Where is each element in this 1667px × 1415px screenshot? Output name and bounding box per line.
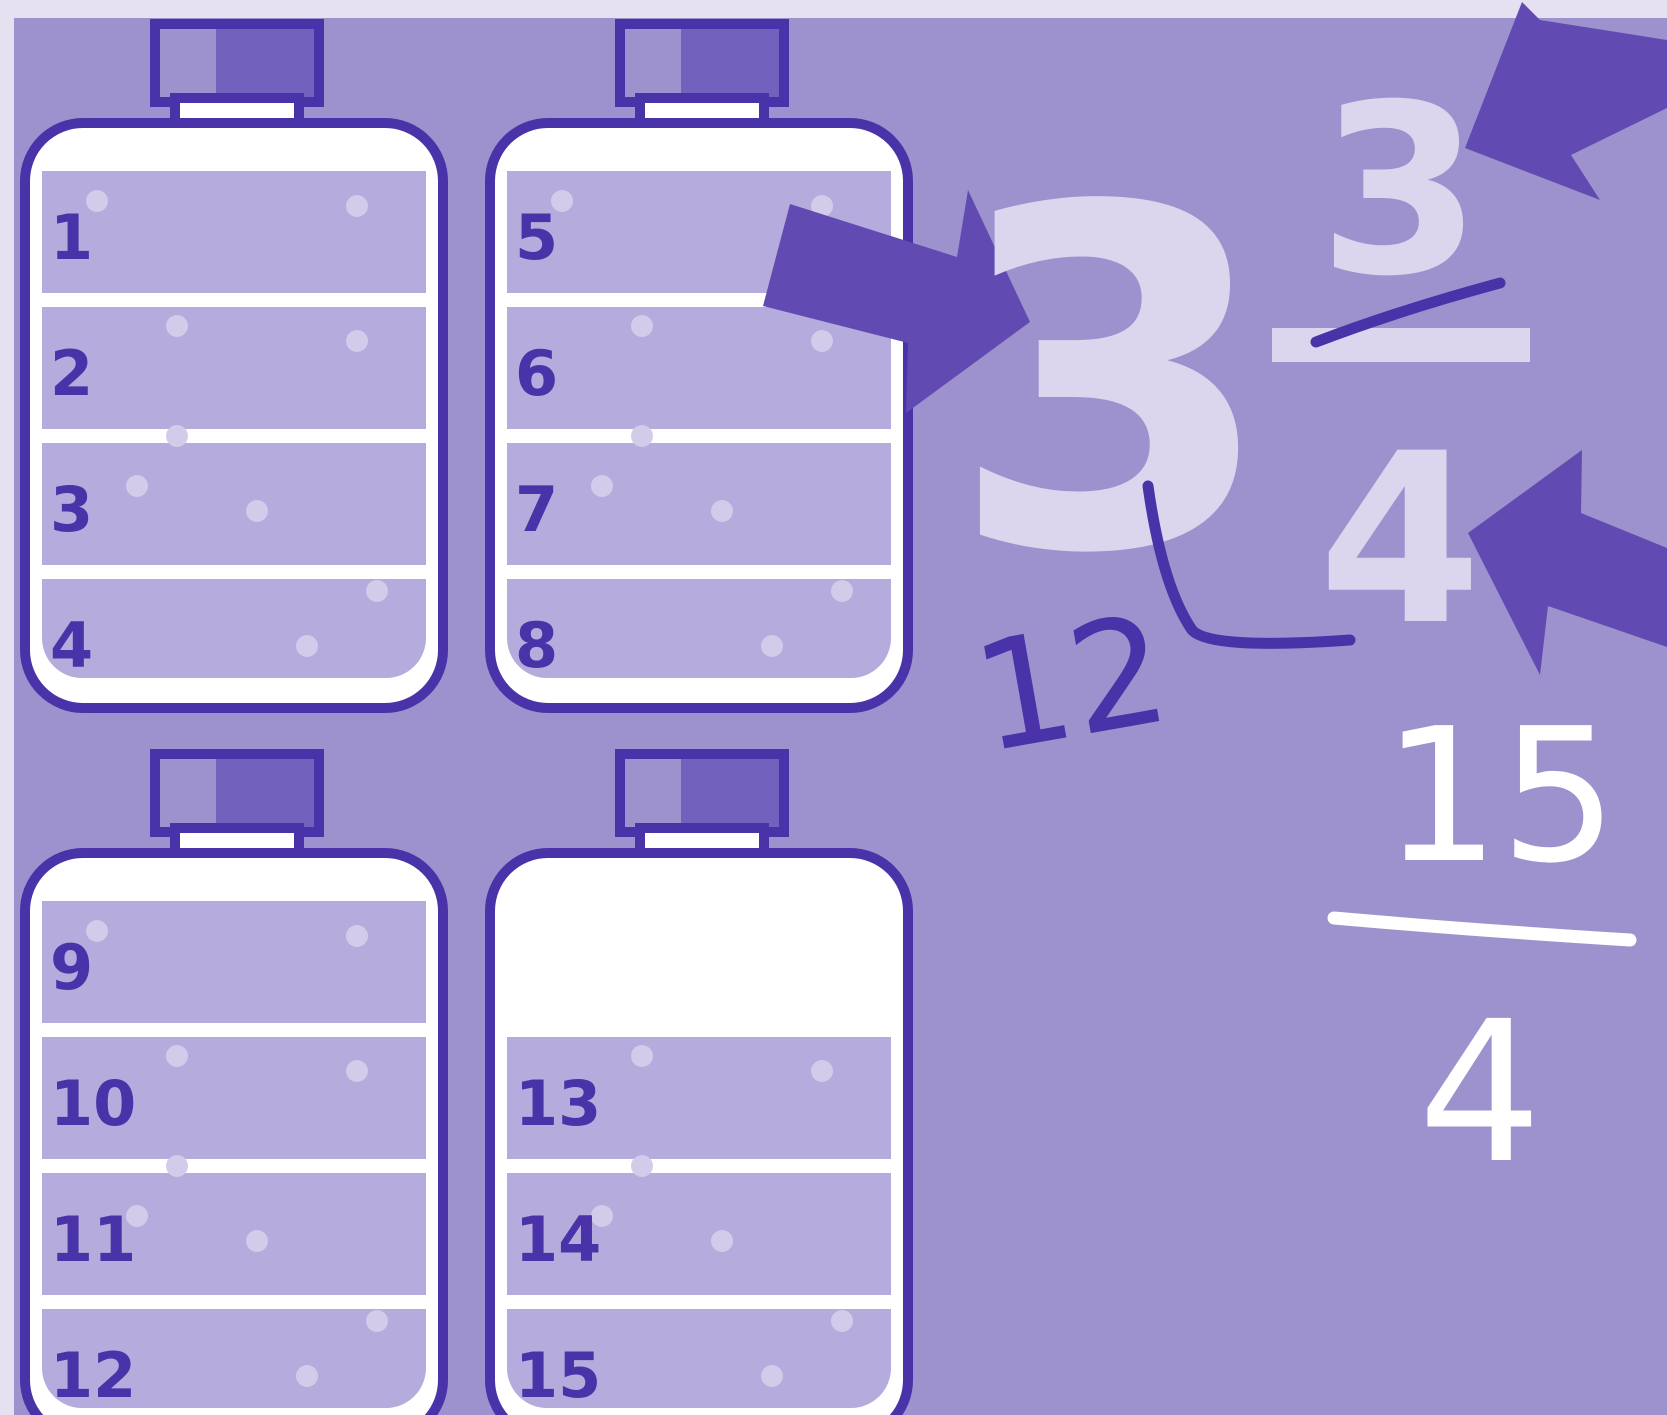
bubble [346, 330, 368, 352]
bubble [761, 1365, 783, 1387]
bubble [166, 1045, 188, 1067]
jar: 5 6 7 8 [490, 24, 908, 741]
jar-cap-shade [216, 29, 314, 97]
bubble [761, 635, 783, 657]
bubble [711, 500, 733, 522]
bubble [631, 425, 653, 447]
segment-number-label: 11 [50, 1203, 136, 1276]
bubble [591, 475, 613, 497]
bubble [631, 1155, 653, 1177]
bubble [166, 1155, 188, 1177]
handwritten-improper-denominator: 4 [1418, 979, 1542, 1206]
segment-number-label: 2 [50, 337, 93, 410]
jar-cap-shade [216, 759, 314, 827]
segment-number-label: 5 [515, 201, 558, 274]
jar-segment [42, 443, 426, 565]
segment-number-label: 4 [50, 609, 93, 682]
segment-number-label: 6 [515, 337, 558, 410]
bubble [166, 315, 188, 337]
bubble [346, 925, 368, 947]
jar-segment [42, 307, 426, 429]
bubble [346, 1060, 368, 1082]
bubble [166, 425, 188, 447]
bubble [366, 580, 388, 602]
bubble [366, 1310, 388, 1332]
jar-segment [42, 171, 426, 293]
bubble [631, 1045, 653, 1067]
segment-number-label: 1 [50, 201, 93, 274]
bubble [831, 580, 853, 602]
bubble [811, 1060, 833, 1082]
mixed-number-numerator: 3 [1318, 55, 1482, 328]
segment-number-label: 3 [50, 473, 93, 546]
bubble [246, 500, 268, 522]
jar-cap-shade [681, 759, 779, 827]
segment-number-label: 9 [50, 931, 93, 1004]
bubble [296, 1365, 318, 1387]
jar: 13 14 15 [490, 754, 908, 1415]
segment-number-label: 7 [515, 473, 558, 546]
jar-segment [507, 443, 891, 565]
segment-number-label: 15 [515, 1339, 601, 1412]
bubble [811, 330, 833, 352]
segment-number-label: 8 [515, 609, 558, 682]
jar: 1 2 3 4 [25, 24, 443, 741]
jar-cap-shade [681, 29, 779, 97]
jar-contents [42, 901, 426, 1415]
bubble [631, 315, 653, 337]
segment-number-label: 13 [515, 1067, 601, 1140]
bubble [246, 1230, 268, 1252]
bubble [296, 635, 318, 657]
bubble [126, 475, 148, 497]
jar-segment [42, 901, 426, 1023]
jar-contents [42, 171, 426, 741]
mixed-number-whole: 3 [948, 109, 1275, 656]
jar: 9 10 11 12 [25, 754, 443, 1415]
handwritten-product: 12 [962, 583, 1180, 788]
jar-segment [507, 307, 891, 429]
handwritten-improper-numerator: 15 [1382, 688, 1617, 904]
segment-number-label: 10 [50, 1067, 136, 1140]
segment-number-label: 14 [515, 1203, 601, 1276]
bubble [711, 1230, 733, 1252]
bubble [346, 195, 368, 217]
bubble [831, 1310, 853, 1332]
mixed-number-fraction-bar [1272, 328, 1530, 362]
segment-number-label: 12 [50, 1339, 136, 1412]
